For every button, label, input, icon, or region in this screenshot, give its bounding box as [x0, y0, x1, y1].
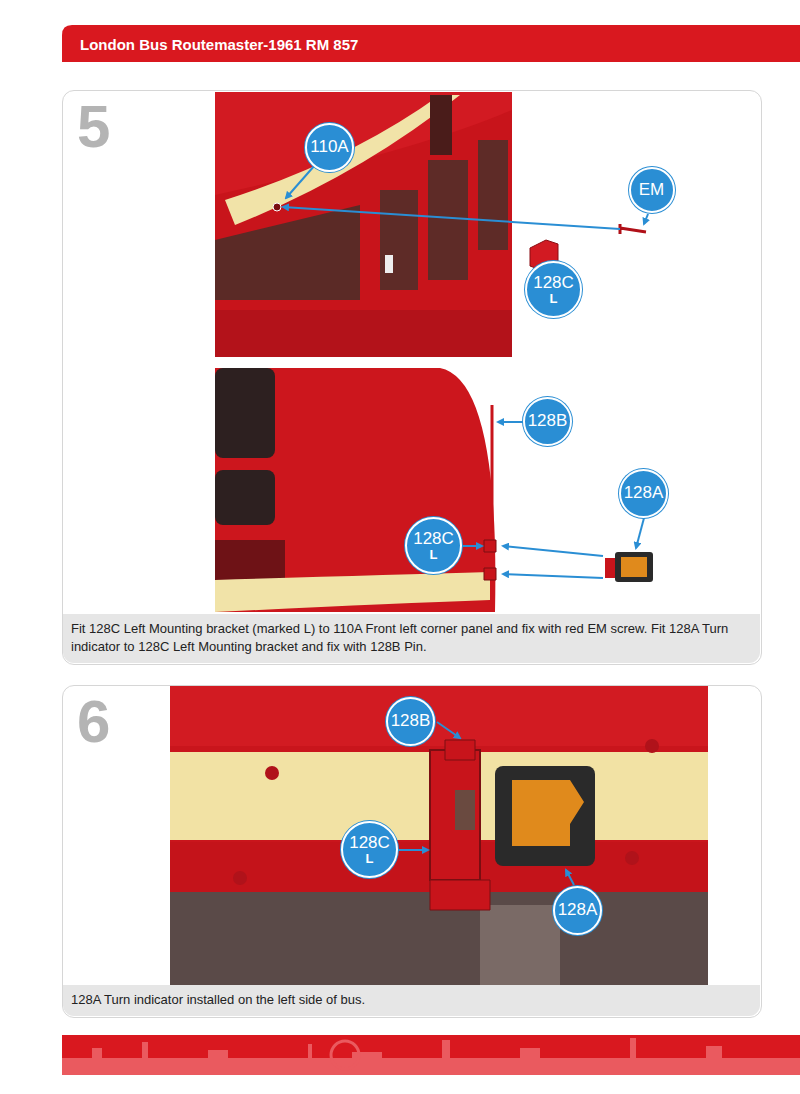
bus-rear-corner	[215, 368, 512, 612]
part-number: 128C	[413, 530, 454, 548]
step-number: 5	[77, 97, 110, 157]
part-number: 128B	[391, 712, 431, 730]
part-number: 128C	[349, 834, 390, 852]
callout-number: 128B	[523, 397, 573, 447]
side-mark: L	[550, 292, 558, 305]
side-mark: L	[366, 852, 374, 865]
callout-number: EM	[629, 167, 675, 213]
part-number: 110A	[310, 138, 348, 156]
callout-number: 128CL	[525, 261, 582, 318]
part-number: EM	[639, 181, 665, 199]
side-mark: L	[430, 548, 438, 561]
callout-number: 128A	[553, 886, 603, 936]
step-panel: 5Fit 128C Left Mounting bracket (marked …	[62, 90, 762, 665]
step-panel: 6 128A Turn indicator installed on the le…	[62, 685, 762, 1018]
page-title: London Bus Routemaster-1961 RM 857	[80, 36, 358, 53]
part-number: 128A	[624, 484, 664, 502]
step-caption: 128A Turn indicator installed on the lef…	[63, 985, 760, 1016]
part-number: 128B	[528, 412, 568, 430]
bus-front-corner	[215, 92, 512, 357]
header-bar	[62, 25, 800, 62]
callout-number: 128B	[386, 697, 436, 747]
callout-number: 110A	[305, 123, 353, 171]
step-number: 6	[77, 692, 110, 752]
footer-skyline	[62, 1035, 800, 1075]
callout-number: 128CL	[405, 517, 462, 574]
bus-side-indicator	[170, 686, 708, 985]
callout-number: 128CL	[341, 821, 398, 878]
part-number: 128C	[533, 274, 574, 292]
callout-number: 128A	[619, 469, 669, 519]
step-caption: Fit 128C Left Mounting bracket (marked L…	[63, 614, 760, 663]
part-number: 128A	[558, 901, 598, 919]
